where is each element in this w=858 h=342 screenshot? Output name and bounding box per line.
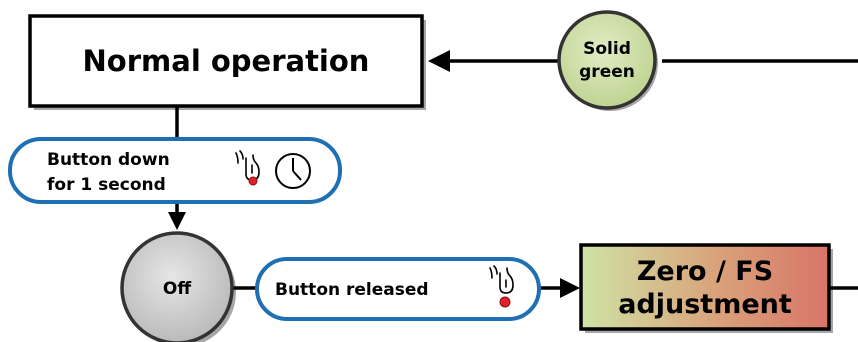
button-down-label-line1: Button down xyxy=(47,150,170,170)
button-released-label: Button released xyxy=(275,280,429,300)
zero-fs-label-line1: Zero / FS xyxy=(637,256,773,287)
solid-green-label-line1: Solid xyxy=(583,39,631,59)
arrow-into-normal xyxy=(428,50,450,72)
arrow-into-off xyxy=(168,212,186,230)
state-off: Off xyxy=(120,231,236,342)
state-normal-operation: Normal operation xyxy=(28,14,426,110)
finger-press-icon xyxy=(235,150,260,186)
transition-button-down: Button down for 1 second xyxy=(8,137,342,204)
finger-release-icon xyxy=(489,265,514,308)
normal-operation-label: Normal operation xyxy=(83,44,370,78)
transition-button-released: Button released xyxy=(255,257,541,321)
state-zero-fs-adjustment: Zero / FS adjustment xyxy=(579,243,833,333)
indicator-solid-green: Solid green xyxy=(557,10,658,111)
off-label: Off xyxy=(163,279,191,299)
solid-green-label-line2: green xyxy=(579,62,635,82)
button-down-label-line2: for 1 second xyxy=(47,175,166,195)
arrow-into-zero xyxy=(560,278,580,298)
clock-icon xyxy=(275,153,311,189)
zero-fs-label-line2: adjustment xyxy=(618,289,792,320)
